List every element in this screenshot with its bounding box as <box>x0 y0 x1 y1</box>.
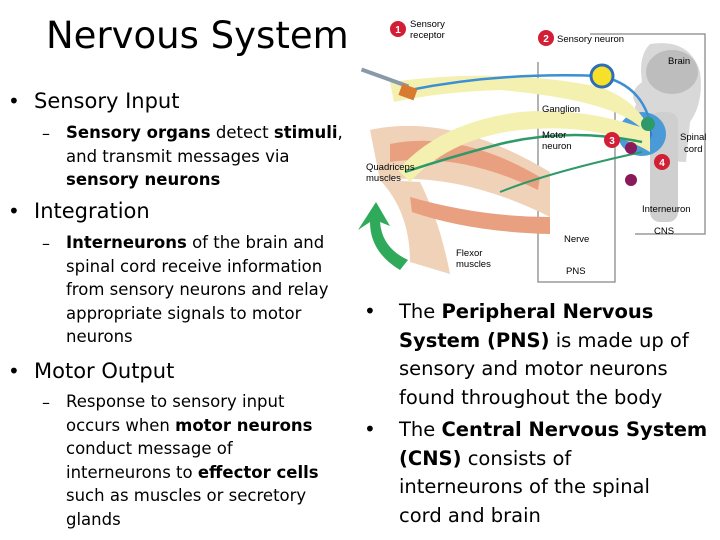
motor-neuron-path-2 <box>499 151 643 193</box>
label-cns: CNS <box>654 226 674 237</box>
label-ganglion: Ganglion <box>542 104 580 115</box>
text-line: appropriate signals to motor <box>66 303 302 323</box>
text-line: Sensory organs detect stimuli, <box>66 123 343 142</box>
label-brain: Brain <box>668 56 690 67</box>
slide-title: Nervous System <box>46 14 349 57</box>
cns-description: The Central Nervous System (CNS) consists… <box>399 416 707 530</box>
text-line: (CNS) consists of <box>399 446 572 470</box>
interneuron-cell-1 <box>625 142 637 154</box>
text-line: The Central Nervous System <box>399 418 708 441</box>
text-line: spinal cord receive information <box>66 256 323 276</box>
motor-cell-body <box>641 117 655 131</box>
reflex-arc-diagram: 1 2 3 4 Sensory receptor Sensory neuron … <box>358 19 706 283</box>
motor-neuron-path-1 <box>404 133 643 174</box>
step-1-number: 1 <box>395 25 401 36</box>
label-motor-neuron-1: Motor <box>542 130 566 141</box>
label-flexor-1: Flexor <box>456 248 482 259</box>
text-line: from sensory neurons and relay <box>66 280 329 299</box>
text-line: glands <box>66 509 121 529</box>
text-line: cord and brain <box>399 503 541 527</box>
ganglion-cell <box>589 63 615 89</box>
label-nerve: Nerve <box>564 234 589 245</box>
text-line: interneurons to effector cells <box>66 462 319 482</box>
bullet-1-glyph: • <box>8 89 20 113</box>
reflex-arrow <box>358 202 408 270</box>
step-4-number: 4 <box>659 158 665 169</box>
text-line: occurs when motor neurons <box>66 415 313 435</box>
text-line: interneurons of the spinal <box>399 475 650 498</box>
step-badge-3: 3 <box>604 132 620 148</box>
sensory-neuron-path <box>409 74 652 123</box>
step-2-number: 2 <box>543 34 549 45</box>
label-pns: PNS <box>566 266 586 277</box>
text-line: The Peripheral Nervous <box>399 300 654 323</box>
dash-1-glyph: – <box>42 124 50 143</box>
hammer-head <box>398 83 418 101</box>
step-badge-1: 1 <box>390 21 406 37</box>
text-line: Response to sensory input <box>66 392 285 411</box>
cns-frame <box>590 33 706 235</box>
integration-detail: Interneurons of the brain and spinal cord… <box>66 231 329 349</box>
text-line: System (PNS) is made up of <box>399 328 689 352</box>
dash-3-glyph: – <box>42 393 50 412</box>
text-line: and transmit messages via <box>66 146 290 166</box>
label-quadriceps-1: Quadriceps <box>366 162 415 173</box>
label-spinal-cord-2: cord <box>684 144 702 155</box>
label-spinal-cord-1: Spinal <box>680 132 706 143</box>
label-sensory-receptor-1: Sensory <box>410 19 445 30</box>
brain-shape <box>646 50 698 94</box>
label-sensory-neuron: Sensory neuron <box>557 34 624 45</box>
text-line: Interneurons of the brain and <box>66 233 325 252</box>
sensory-input-detail: Sensory organs detect stimuli, and transm… <box>66 121 343 192</box>
label-sensory-receptor-2: receptor <box>410 30 445 41</box>
text-line: sensory and motor neurons <box>399 357 668 380</box>
bullet-4-glyph: • <box>364 299 376 323</box>
text-line: neurons <box>66 327 133 346</box>
bullet-sensory-input: Sensory Input <box>34 89 180 113</box>
label-motor-neuron-2: neuron <box>542 141 572 152</box>
text-line: such as muscles or secretory <box>66 486 307 505</box>
flexor-muscle <box>410 197 550 234</box>
step-3-number: 3 <box>609 136 615 147</box>
motor-output-detail: Response to sensory input occurs when mot… <box>66 390 319 531</box>
reflex-hammer <box>360 67 410 89</box>
nerve-band <box>390 75 650 182</box>
label-flexor-2: muscles <box>456 259 491 270</box>
text-line: sensory neurons <box>66 170 221 189</box>
label-quadriceps-2: muscles <box>366 173 401 184</box>
text-line: found throughout the body <box>399 385 663 409</box>
label-interneuron: Interneuron <box>642 204 691 215</box>
bullet-integration: Integration <box>34 199 150 223</box>
step-badge-4: 4 <box>654 154 670 170</box>
bullet-5-glyph: • <box>364 417 376 441</box>
dash-2-glyph: – <box>42 234 50 253</box>
bullet-motor-output: Motor Output <box>34 359 175 383</box>
text-line: conduct message of <box>66 439 233 458</box>
bullet-3-glyph: • <box>8 359 20 383</box>
lower-leg-shape <box>380 180 450 274</box>
bullet-2-glyph: • <box>8 199 20 223</box>
interneuron-cell-2 <box>625 174 637 186</box>
step-badge-2: 2 <box>538 30 554 46</box>
